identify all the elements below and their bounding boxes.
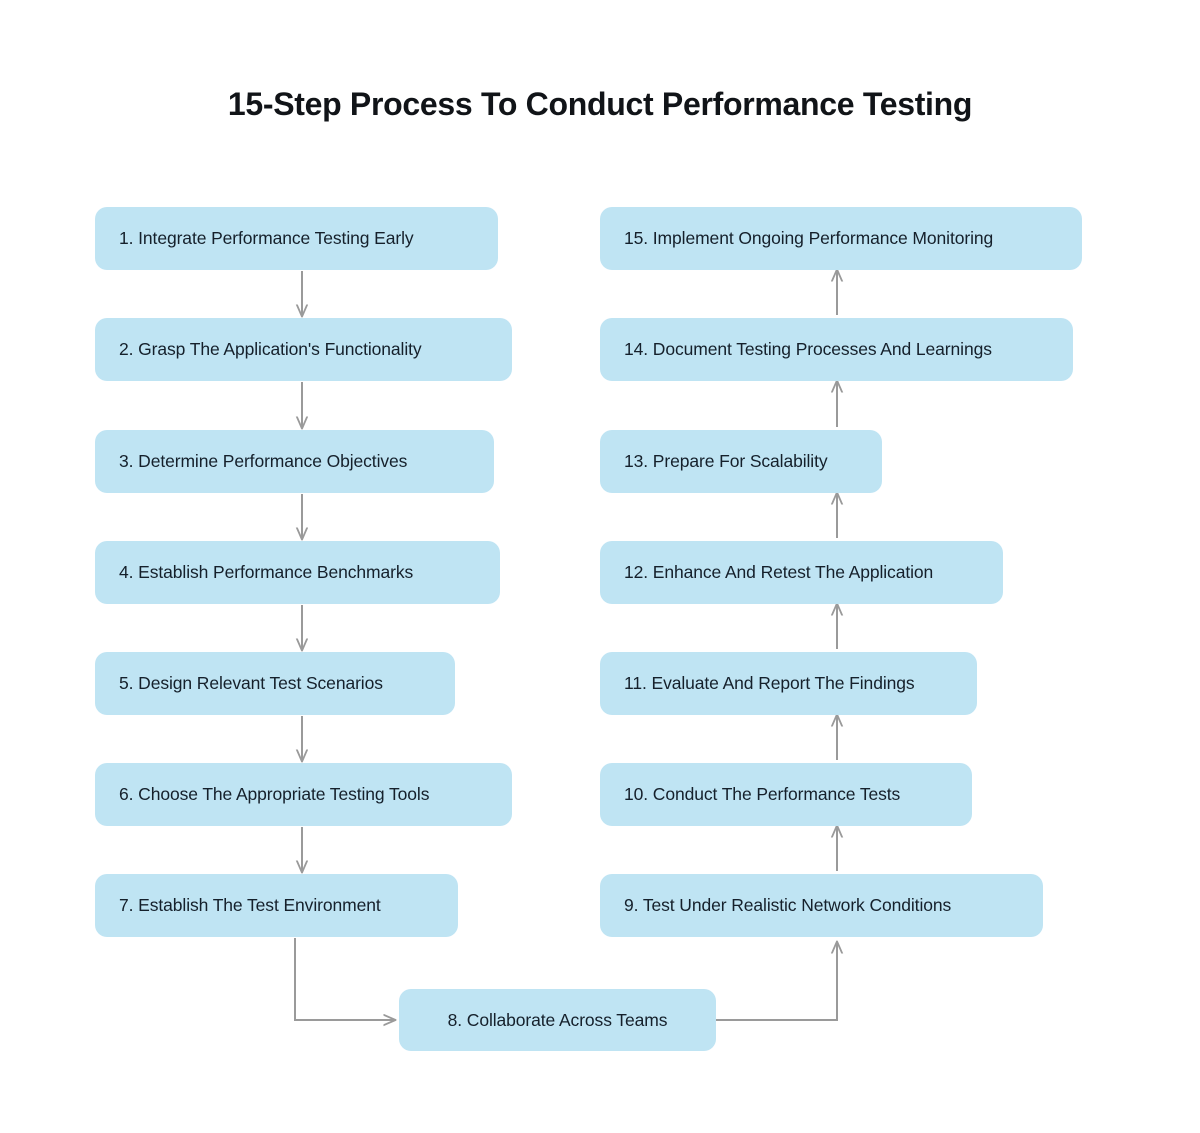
step-node-6[interactable]: 6. Choose The Appropriate Testing Tools: [95, 763, 512, 826]
step-label-12: 12. Enhance And Retest The Application: [624, 562, 934, 582]
step-node-14[interactable]: 14. Document Testing Processes And Learn…: [600, 318, 1073, 381]
step-node-11[interactable]: 11. Evaluate And Report The Findings: [600, 652, 977, 715]
page-title: 15-Step Process To Conduct Performance T…: [227, 86, 973, 122]
step-node-3[interactable]: 3. Determine Performance Objectives: [95, 430, 494, 493]
step-label-9: 9. Test Under Realistic Network Conditio…: [624, 895, 952, 915]
step-label-5: 5. Design Relevant Test Scenarios: [119, 673, 383, 693]
step-node-9[interactable]: 9. Test Under Realistic Network Conditio…: [600, 874, 1043, 937]
step-label-8: 8. Collaborate Across Teams: [447, 1009, 668, 1030]
arrow-7-to-8: [294, 938, 394, 1020]
step-label-13: 13. Prepare For Scalability: [624, 451, 828, 471]
step-node-10[interactable]: 10. Conduct The Performance Tests: [600, 763, 972, 826]
step-label-10: 10. Conduct The Performance Tests: [624, 784, 901, 804]
step-node-2[interactable]: 2. Grasp The Application's Functionality: [95, 318, 512, 381]
step-node-13[interactable]: 13. Prepare For Scalability: [600, 430, 882, 493]
step-node-15[interactable]: 15. Implement Ongoing Performance Monito…: [600, 207, 1082, 270]
step-node-4[interactable]: 4. Establish Performance Benchmarks: [95, 541, 500, 604]
step-label-4: 4. Establish Performance Benchmarks: [119, 562, 414, 582]
arrow-8-to-9: [716, 943, 837, 1021]
step-label-7: 7. Establish The Test Environment: [119, 895, 381, 915]
step-label-3: 3. Determine Performance Objectives: [119, 451, 408, 471]
step-label-15: 15. Implement Ongoing Performance Monito…: [624, 228, 994, 248]
step-label-14: 14. Document Testing Processes And Learn…: [624, 339, 992, 359]
step-node-7[interactable]: 7. Establish The Test Environment: [95, 874, 458, 937]
step-label-6: 6. Choose The Appropriate Testing Tools: [119, 784, 430, 804]
step-label-1: 1. Integrate Performance Testing Early: [119, 228, 414, 248]
step-node-12[interactable]: 12. Enhance And Retest The Application: [600, 541, 1003, 604]
step-label-2: 2. Grasp The Application's Functionality: [119, 339, 422, 359]
step-node-1[interactable]: 1. Integrate Performance Testing Early: [95, 207, 498, 270]
step-node-8[interactable]: 8. Collaborate Across Teams: [399, 989, 716, 1051]
step-label-11: 11. Evaluate And Report The Findings: [624, 673, 915, 693]
step-node-5[interactable]: 5. Design Relevant Test Scenarios: [95, 652, 455, 715]
